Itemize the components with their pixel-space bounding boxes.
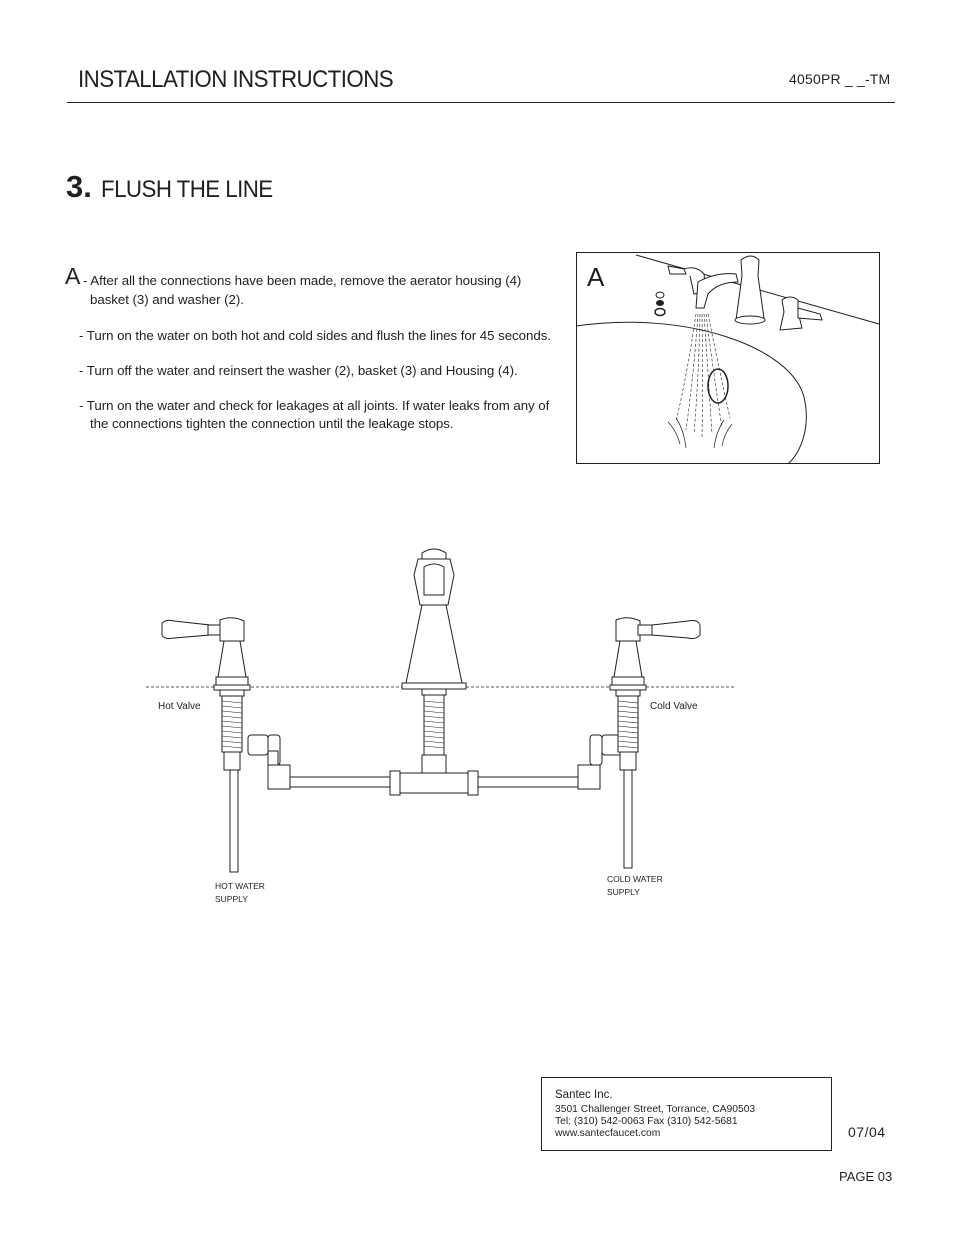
spout-icon (401, 548, 467, 756)
installation-diagram (146, 548, 734, 873)
document-title: INSTALLATION INSTRUCTIONS (78, 66, 394, 93)
hot-supply-line1: HOT WATER (215, 881, 265, 891)
step-title: FLUSH THE LINE (101, 176, 273, 203)
model-number: 4050PR _ _-TM (789, 71, 891, 87)
hot-valve-icon (161, 617, 251, 753)
hot-supply-label: HOT WATER SUPPLY (215, 880, 265, 906)
instruction-line: basket (3) and washer (2). (90, 292, 244, 307)
header-divider (67, 102, 895, 103)
instruction-line: - Turn on the water on both hot and cold… (79, 328, 551, 343)
page-number: PAGE 03 (839, 1169, 893, 1184)
company-address: 3501 Challenger Street, Torrance, CA9050… (555, 1104, 756, 1115)
instruction-line: the connections tighten the connection u… (90, 416, 454, 431)
cold-valve-label: Cold Valve (650, 701, 698, 712)
revision-date: 07/04 (848, 1124, 886, 1140)
cold-supply-line2: SUPPLY (607, 887, 640, 897)
company-phone: Tel: (310) 542-0063 Fax (310) 542-5681 (555, 1116, 738, 1127)
instruction-line: - After all the connections have been ma… (83, 273, 522, 288)
company-address-box (541, 1077, 832, 1151)
step-number: 3. (66, 169, 92, 204)
cold-valve-icon (609, 617, 701, 753)
company-website: www.santecfaucet.com (555, 1128, 661, 1139)
hot-supply-line2: SUPPLY (215, 894, 248, 904)
substep-letter: A (65, 263, 81, 289)
flush-illustration: A (576, 252, 880, 464)
hot-valve-label: Hot Valve (158, 701, 201, 712)
instruction-line: - Turn on the water and check for leakag… (79, 398, 550, 413)
cold-supply-line1: COLD WATER (607, 874, 663, 884)
instruction-line: - Turn off the water and reinsert the wa… (79, 363, 518, 378)
cold-supply-label: COLD WATER SUPPLY (607, 873, 663, 899)
figure-label: A (587, 262, 605, 292)
company-name: Santec Inc. (555, 1089, 613, 1101)
